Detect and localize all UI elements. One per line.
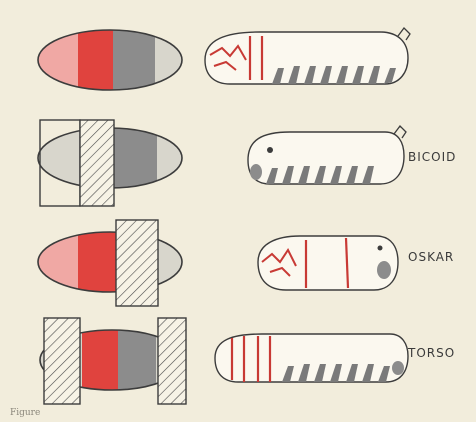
telson-structure [377,261,391,279]
telson-structure [392,361,404,375]
larva-torso [215,334,408,382]
larva-bicoid [248,126,406,184]
hatched-region [116,220,158,306]
figure-caption: Figure [10,408,40,418]
row-label-bicoid: BICOID [408,150,456,164]
larva-oskar [258,236,398,290]
hatched-region [44,318,80,404]
row-label-oskar: OSKAR [408,250,454,264]
embryo-bicoid [38,120,187,206]
embryo-torso [40,318,188,404]
row-label-torso: TORSO [408,346,455,360]
embryo-wildtype [38,28,185,92]
larva-wildtype [205,28,410,84]
hatched-region [158,318,186,404]
telson-structure [250,164,262,180]
embryo-oskar [38,220,188,306]
hatched-region [80,120,114,206]
